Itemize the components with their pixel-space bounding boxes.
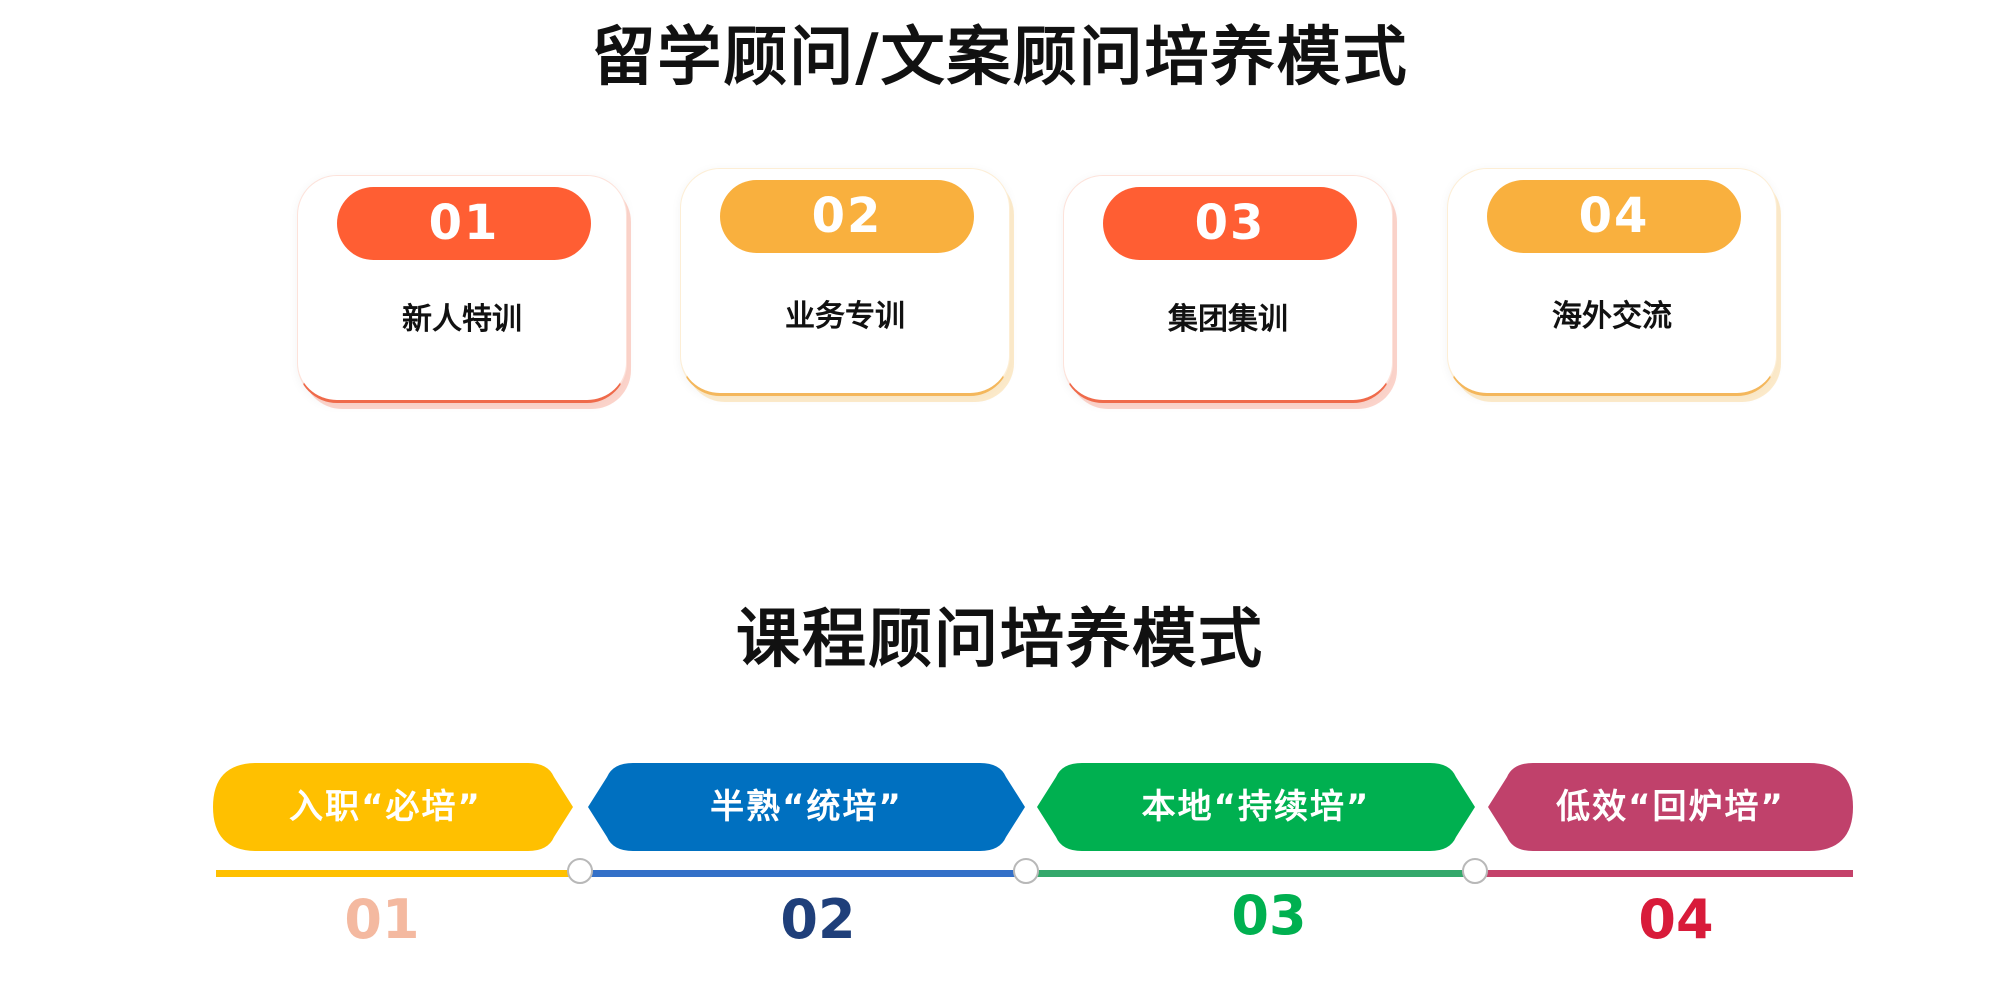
timeline-node xyxy=(567,858,593,884)
stage-label-4: 低效“回炉培” xyxy=(1556,787,1785,827)
card-label: 集团集训 xyxy=(1168,302,1288,337)
stage-number-3: 03 xyxy=(1231,884,1307,947)
timeline-node xyxy=(1013,858,1039,884)
timeline-segment-1 xyxy=(216,870,581,877)
card-label: 海外交流 xyxy=(1552,299,1672,334)
stage-shape-2 xyxy=(588,763,1025,851)
card-label: 业务专训 xyxy=(785,299,905,334)
training-card-3: 03 集团集训 xyxy=(1063,175,1393,403)
card-number-badge: 01 xyxy=(337,187,591,260)
section-title-course-advisor: 课程顾问培养模式 xyxy=(736,603,1264,677)
stage-shape-1 xyxy=(213,763,573,851)
section-title-study-abroad: 留学顾问/文案顾问培养模式 xyxy=(591,21,1409,95)
training-card-1: 01 新人特训 xyxy=(297,175,627,403)
stage-shape-4 xyxy=(1488,763,1853,851)
stage-label-3: 本地“持续培” xyxy=(1141,787,1371,827)
stage-number-1: 01 xyxy=(344,888,420,951)
card-number-badge: 04 xyxy=(1487,180,1741,253)
card-number-badge: 02 xyxy=(720,180,974,253)
stage-label-1: 入职“必培” xyxy=(289,787,482,827)
card-number-badge: 03 xyxy=(1103,187,1357,260)
training-card-4: 04 海外交流 xyxy=(1447,168,1777,396)
card-label: 新人特训 xyxy=(402,302,522,337)
timeline-node xyxy=(1462,858,1488,884)
stage-label-2: 半熟“统培” xyxy=(710,787,903,827)
training-card-2: 02 业务专训 xyxy=(680,168,1010,396)
stage-shape-3 xyxy=(1037,763,1475,851)
timeline-segment-2 xyxy=(581,870,1026,877)
stage-number-2: 02 xyxy=(780,888,856,951)
timeline-segment-4 xyxy=(1475,870,1853,877)
stage-number-4: 04 xyxy=(1638,888,1714,951)
timeline-segment-3 xyxy=(1026,870,1475,877)
